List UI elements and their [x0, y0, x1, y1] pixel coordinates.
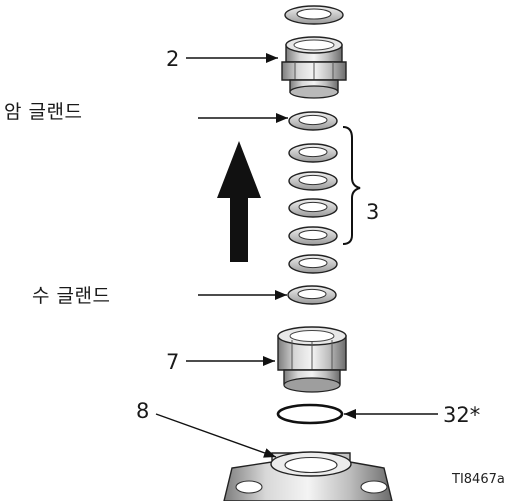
male-gland-ring: [287, 285, 337, 305]
callout-part-32: 32*: [443, 403, 480, 427]
callout-part-8: 8: [136, 399, 149, 423]
packing-ring: [288, 171, 338, 191]
part-32-o-ring: [276, 403, 344, 425]
callout-part-2: 2: [166, 47, 179, 71]
female-gland-ring: [288, 111, 338, 131]
callout-part-3: 3: [366, 200, 379, 224]
label-female-gland: 암 글랜드: [4, 101, 82, 123]
packing-ring: [288, 226, 338, 246]
part-7-gland-nut: [277, 326, 347, 393]
part-3-bracket: [342, 126, 361, 245]
packing-stack: [288, 143, 338, 274]
part-2-gland-nut: [281, 36, 347, 99]
packing-ring: [288, 198, 338, 218]
packing-ring: [288, 254, 338, 274]
label-male-gland: 수 글랜드: [32, 285, 110, 307]
packing-ring: [288, 143, 338, 163]
top-ring: [284, 5, 344, 25]
figure-id: TI8467a: [451, 472, 505, 487]
leader-part-8: [155, 413, 277, 458]
upward-arrow: [217, 141, 261, 262]
callout-part-7: 7: [166, 350, 179, 374]
part-8-housing: [223, 451, 393, 501]
